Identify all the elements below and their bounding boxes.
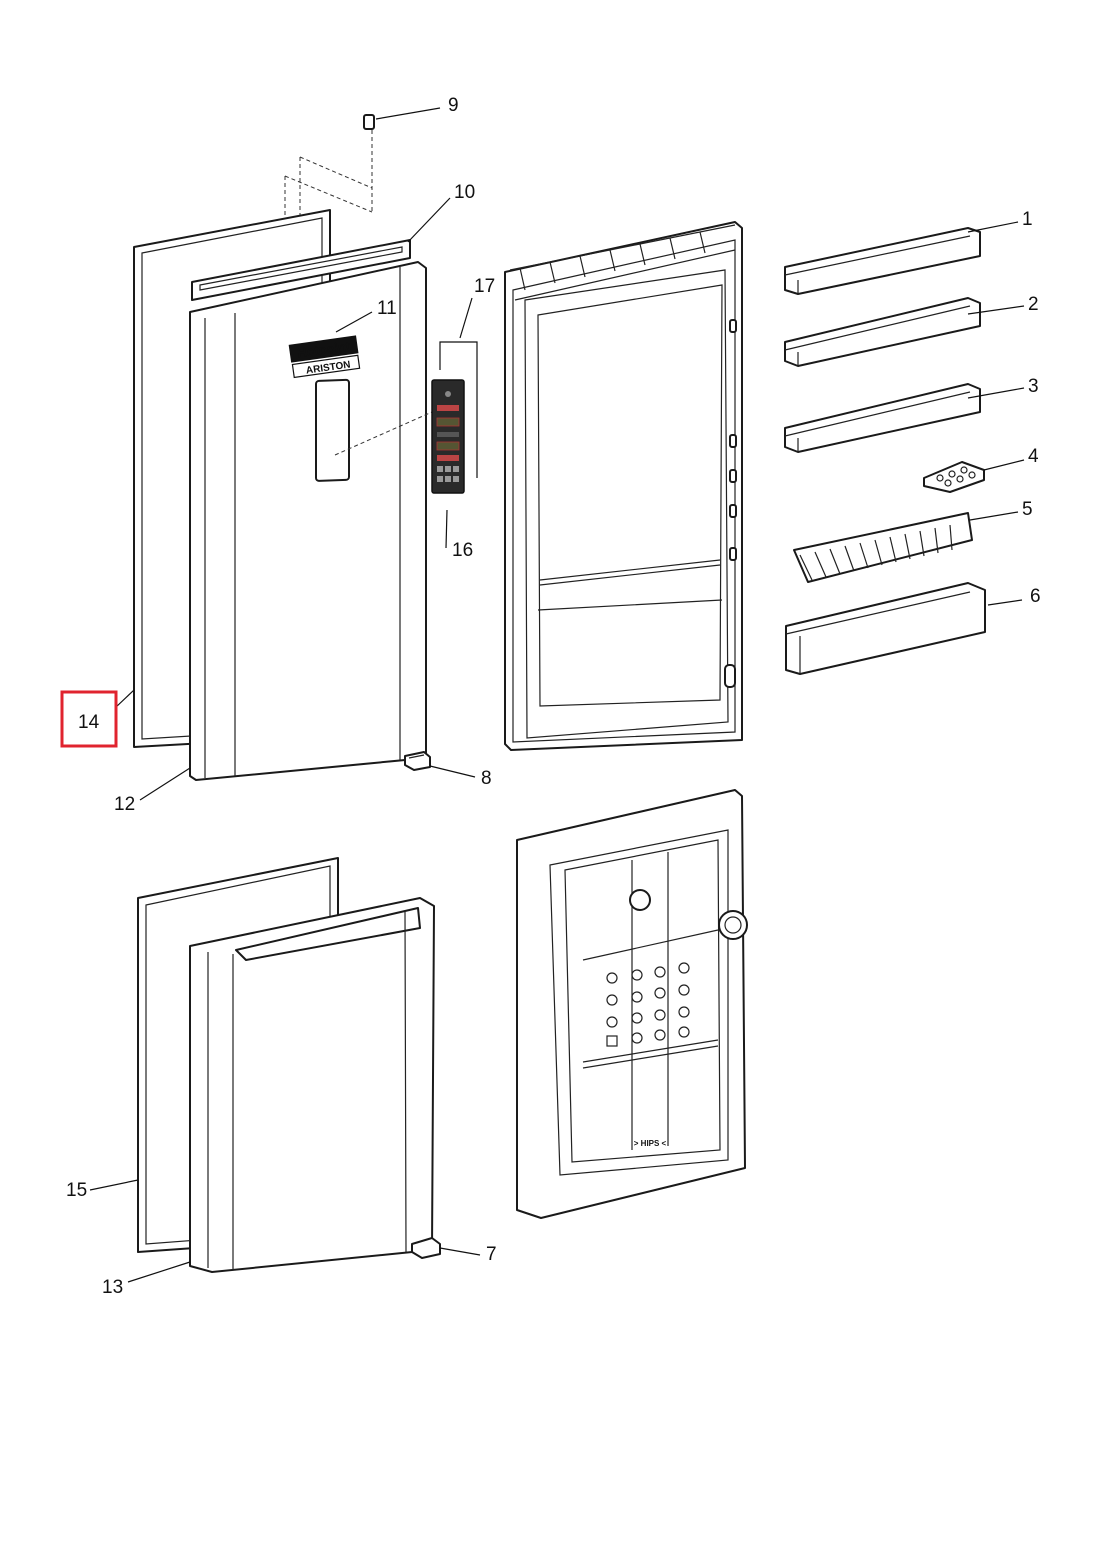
part-13-freezer-door	[189, 897, 435, 1273]
callout-14: 14	[78, 712, 100, 733]
hips-tag: > HIPS <	[634, 1139, 667, 1148]
freezer-door-liner: > HIPS <	[516, 789, 748, 1219]
callout-6: 6	[1030, 586, 1041, 607]
part-17-bracket	[439, 341, 478, 478]
callout-4: 4	[1028, 446, 1039, 467]
callout-10: 10	[454, 182, 475, 203]
callout-16: 16	[452, 540, 473, 561]
callout-8: 8	[481, 768, 492, 789]
callout-9: 9	[448, 95, 459, 116]
part-4-egg-tray	[923, 461, 985, 493]
svg-text:Hotpoint: Hotpoint	[296, 338, 352, 360]
part-10-door-top-cap	[191, 239, 411, 301]
callout-1: 1	[1022, 209, 1033, 230]
highlight-box-14	[60, 690, 118, 748]
callout-13: 13	[102, 1277, 123, 1298]
callout-3: 3	[1028, 376, 1039, 397]
callout-2: 2	[1028, 294, 1039, 315]
callout-7: 7	[486, 1244, 497, 1265]
leader-lines	[89, 107, 1025, 1283]
callout-15: 15	[66, 1180, 87, 1201]
part-8-hinge	[404, 751, 431, 771]
callout-labels: 1 2 3 4 5 6 7 8 9 10 11 12 13 14 15 16 1…	[66, 95, 1041, 1298]
part-6-bottle-shelf	[785, 582, 986, 675]
part-5-bottle-rack	[793, 512, 973, 583]
part-12-upper-door: Hotpoint ARISTON	[189, 261, 433, 781]
callout-11: 11	[377, 298, 397, 319]
part-1-door-shelf	[784, 227, 981, 295]
callout-5: 5	[1022, 499, 1033, 520]
part-16-control-panel	[431, 379, 465, 494]
part-3-door-shelf	[784, 383, 981, 453]
callout-17: 17	[474, 276, 495, 297]
part-7-hinge	[411, 1237, 441, 1259]
food-icon-grid	[606, 962, 690, 1047]
fridge-door-liner	[504, 221, 743, 751]
callout-12: 12	[114, 794, 135, 815]
part-2-door-shelf	[784, 297, 981, 367]
